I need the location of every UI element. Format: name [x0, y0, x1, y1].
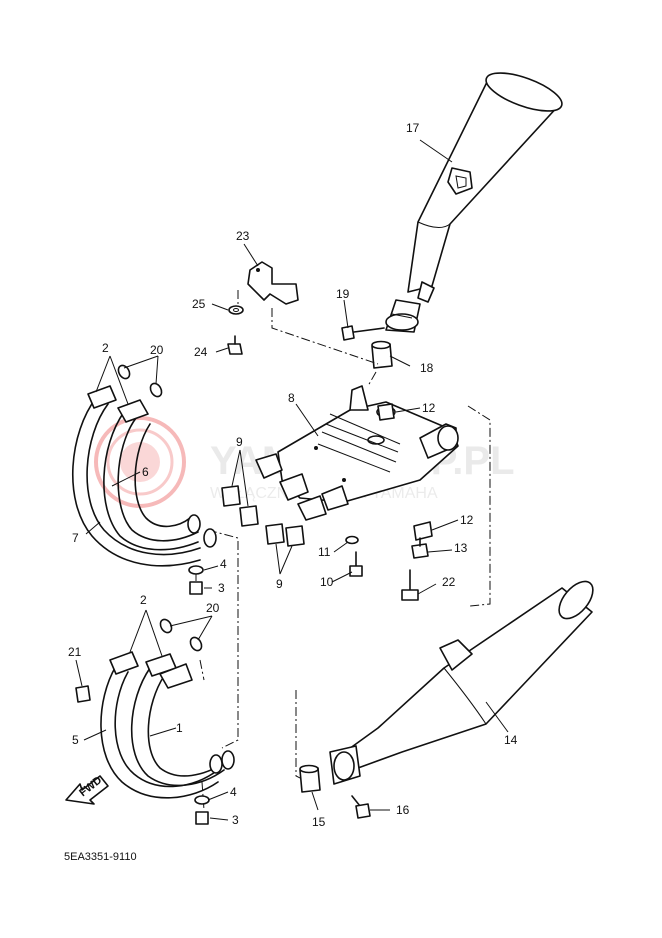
gasket-20-upper [117, 364, 163, 398]
exhaust-pipe-7 [71, 385, 201, 567]
callout-4-upper: 4 [220, 557, 227, 571]
callout-3-lower: 3 [232, 813, 239, 827]
callout-22: 22 [442, 575, 456, 589]
callout-9-lower: 9 [276, 577, 283, 591]
callout-24: 24 [194, 345, 208, 359]
callout-16: 16 [396, 803, 410, 817]
callout-4-lower: 4 [230, 785, 237, 799]
washer-11 [345, 535, 359, 545]
assembly-lines [195, 290, 491, 818]
gasket-15 [299, 764, 321, 793]
clip-21 [75, 685, 91, 703]
callout-18: 18 [420, 361, 434, 375]
callout-19: 19 [336, 287, 350, 301]
callout-25: 25 [192, 297, 206, 311]
fwd-arrow-icon: FWD [65, 774, 109, 805]
callout-20-lower: 20 [206, 601, 220, 615]
exhaust-pipe-1 [130, 653, 235, 787]
callout-labels: 17 23 25 24 19 18 12 8 2 20 6 7 9 9 11 1… [64, 121, 518, 863]
nut-3-upper [189, 581, 203, 595]
bolt-10 [349, 551, 363, 577]
callout-11: 11 [318, 545, 331, 559]
callout-2-lower: 2 [140, 593, 147, 607]
callout-3-upper: 3 [218, 581, 225, 595]
callout-14: 14 [504, 733, 518, 747]
callout-1: 1 [176, 721, 183, 735]
washer-4-lower [194, 795, 210, 805]
bolt-16 [351, 795, 371, 819]
callout-5: 5 [72, 733, 79, 747]
gasket-18 [371, 340, 393, 369]
exhaust-pipe-5 [100, 651, 219, 799]
callout-15: 15 [312, 815, 326, 829]
washer-4-upper [188, 565, 204, 575]
callout-23: 23 [236, 229, 250, 243]
washer-25 [228, 305, 244, 315]
watermark-logo [94, 416, 186, 508]
callout-6: 6 [142, 465, 149, 479]
bolt-24 [227, 335, 243, 355]
bolt-22 [401, 569, 419, 601]
leader-lines [75, 139, 509, 821]
callout-2-upper: 2 [102, 341, 109, 355]
callout-20-upper: 20 [150, 343, 164, 357]
diagram-code: 5EA3351-9110 [64, 851, 137, 863]
exhaust-pipe-6 [103, 399, 217, 551]
bolt-19 [341, 325, 385, 341]
callout-12-lower: 12 [460, 513, 474, 527]
callout-7: 7 [72, 531, 79, 545]
bracket-23 [247, 261, 299, 305]
gasket-20-lower [159, 618, 203, 652]
muffler-lower [329, 580, 594, 785]
callout-13: 13 [454, 541, 468, 555]
nut-3-lower [195, 811, 209, 825]
callout-8: 8 [288, 391, 295, 405]
collector-8 [255, 385, 459, 521]
callout-12-upper: 12 [422, 401, 436, 415]
nut-12-lower [413, 521, 433, 541]
nut-12-upper [377, 403, 395, 421]
muffler-upper [385, 72, 563, 333]
callout-10: 10 [320, 575, 334, 589]
callout-9-upper: 9 [236, 435, 243, 449]
gaskets-9 [221, 485, 305, 547]
nut-13 [411, 537, 429, 559]
callout-17: 17 [406, 121, 420, 135]
callout-21: 21 [68, 645, 82, 659]
